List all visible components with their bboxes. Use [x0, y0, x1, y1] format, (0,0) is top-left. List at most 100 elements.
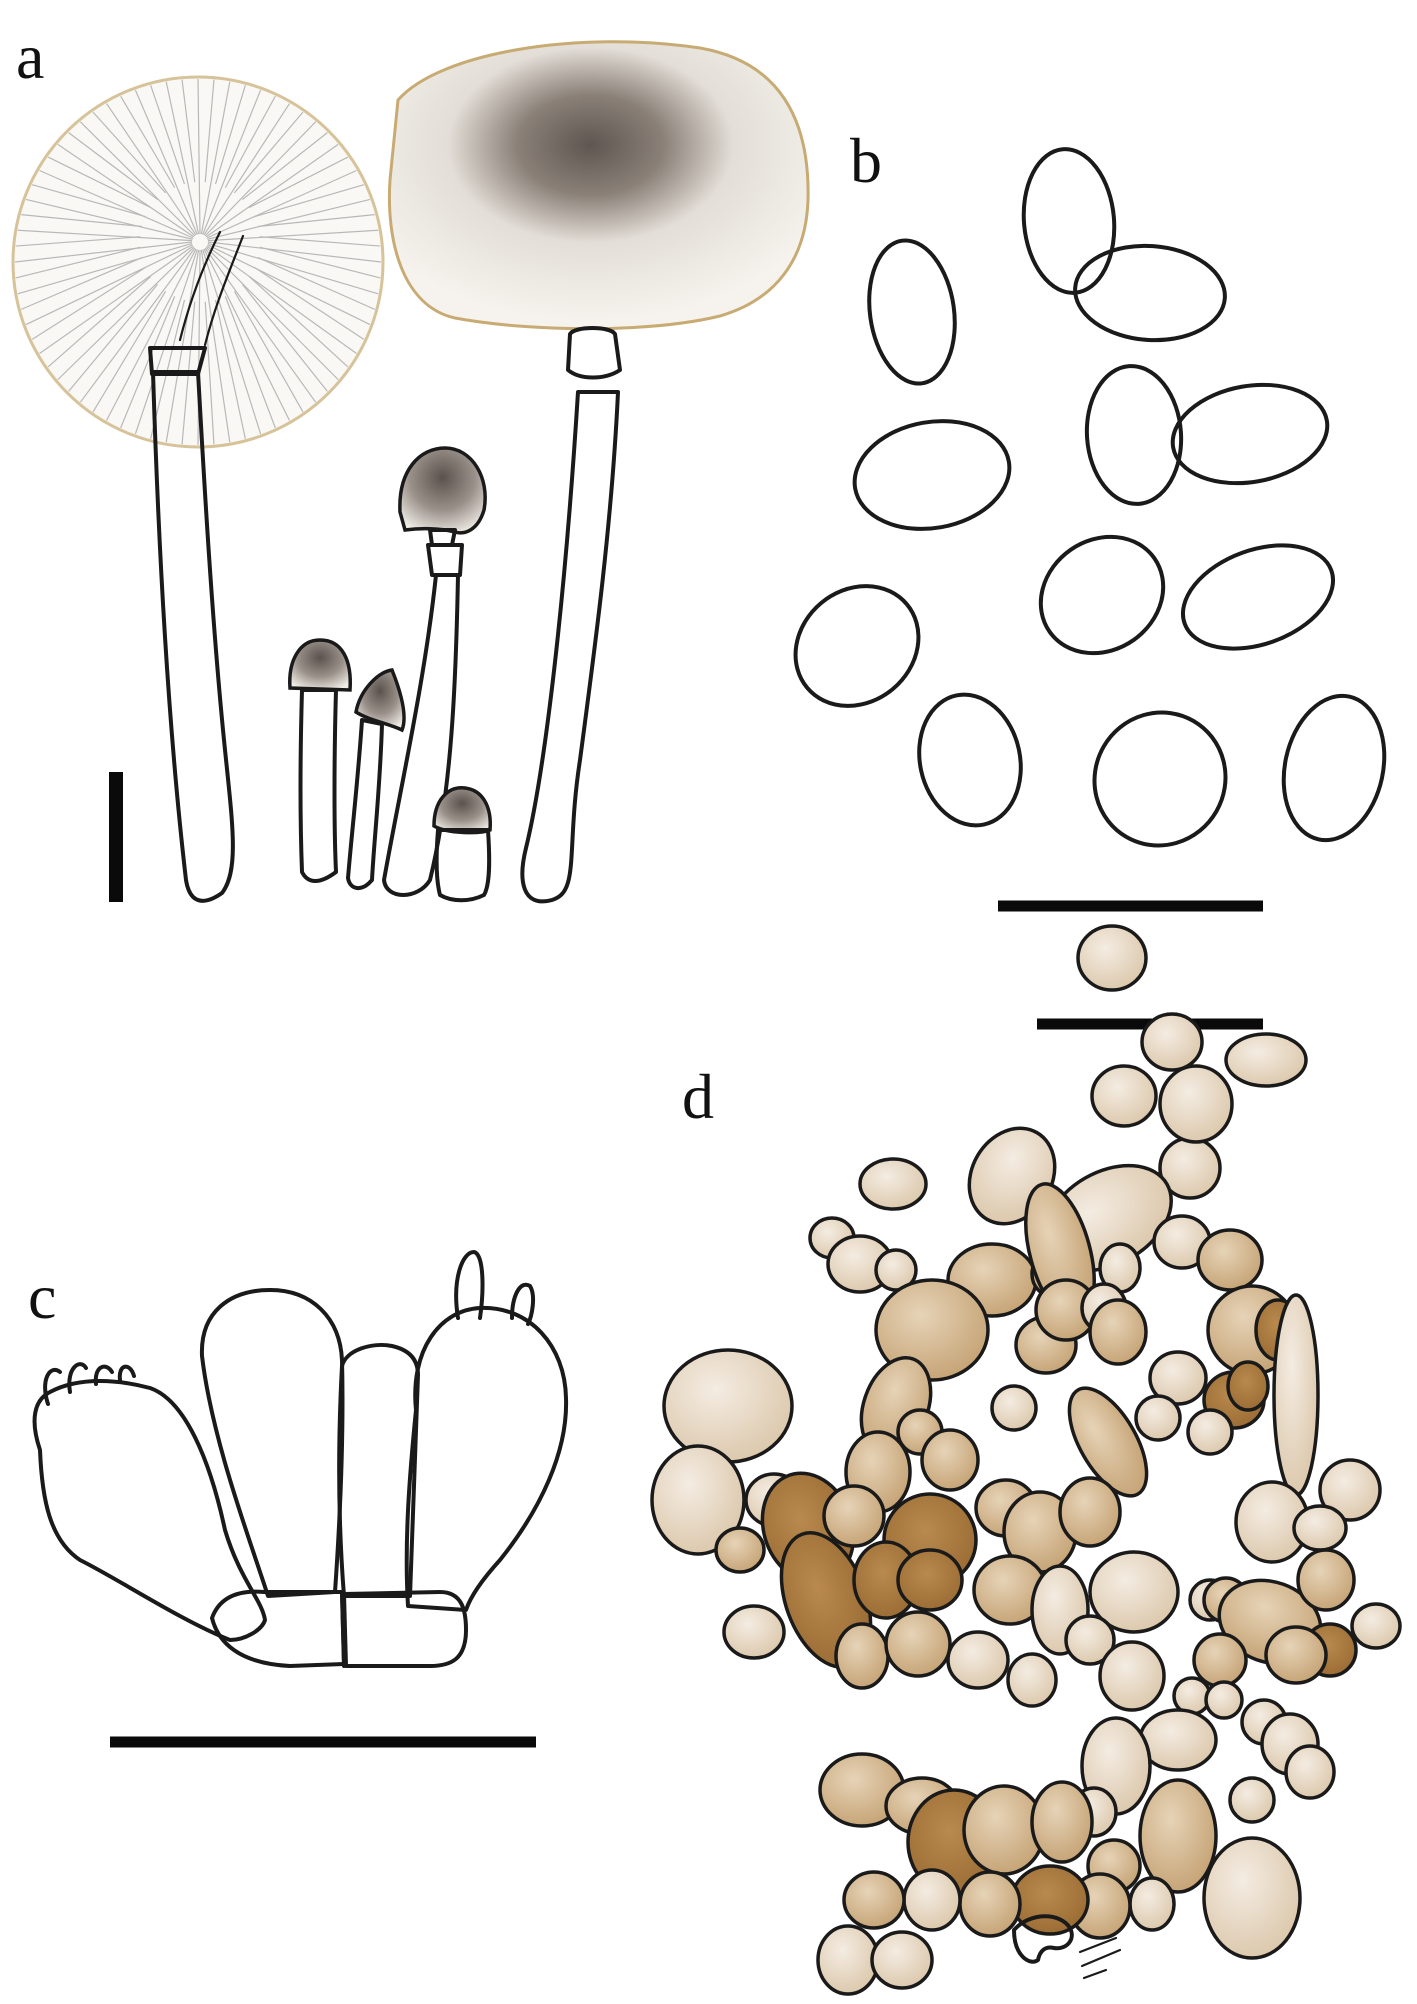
basidioma-pileus-top — [387, 40, 810, 904]
pileipellis-cell — [1064, 1614, 1116, 1666]
pileipellis-cell — [1272, 1293, 1320, 1497]
pileipellis-cell — [874, 1278, 990, 1382]
pileipellis-cell — [1192, 1632, 1248, 1688]
panel-label-a: a — [16, 21, 44, 92]
pileipellis-cell — [1224, 1032, 1308, 1088]
pileipellis-cell — [1296, 1548, 1356, 1612]
gill-line — [207, 241, 382, 263]
gill-line — [241, 284, 328, 392]
pileipellis-cell — [1067, 1386, 1149, 1498]
pileipellis-cell — [650, 1444, 746, 1556]
pileipellis-cell — [662, 1348, 794, 1464]
gill-line — [181, 79, 196, 183]
gill-line — [14, 241, 193, 263]
gill-line — [31, 266, 146, 340]
gill-line — [20, 256, 143, 310]
gill-line — [257, 256, 376, 310]
panel-label-c: c — [28, 1261, 56, 1332]
gill-line — [202, 249, 262, 435]
pileipellis-cell — [1292, 1504, 1348, 1552]
gill-line — [105, 248, 197, 421]
pileipellis-cell — [958, 1870, 1022, 1938]
gill-line — [248, 275, 349, 368]
pileipellis-cell — [1350, 1602, 1402, 1650]
pileipellis-cell — [1098, 1640, 1166, 1712]
gill-line — [134, 249, 198, 435]
gill-line — [39, 245, 194, 354]
gill-line — [25, 244, 193, 326]
basidiospore — [1021, 147, 1117, 295]
pileipellis-cell — [1202, 1836, 1302, 1960]
pileipellis-cell — [1264, 1625, 1328, 1685]
pileipellis-cell — [1128, 1876, 1176, 1932]
gill-line — [15, 236, 141, 247]
pileipellis-cell — [1134, 1394, 1182, 1442]
pileipellis-cell — [834, 1622, 890, 1690]
gill-line — [79, 247, 196, 403]
gill-line — [254, 266, 365, 340]
pileipellis-cell — [920, 1428, 980, 1492]
panel-label-d: d — [682, 1061, 714, 1132]
gill-line — [68, 132, 158, 201]
pileipellis-cell — [1076, 924, 1148, 992]
gill-line — [47, 156, 152, 209]
gill-line — [68, 284, 159, 392]
basidiospore — [1281, 693, 1387, 843]
panel-c-basidia — [32, 1250, 569, 1748]
pileipellis-cell — [946, 1630, 1010, 1690]
gill-line — [39, 169, 194, 239]
pileipellis-cell — [714, 1526, 766, 1574]
pileipellis-cell — [842, 1870, 906, 1930]
gill-line — [207, 198, 371, 240]
pileipellis-cell — [1088, 1550, 1180, 1634]
pileipellis-cell — [1090, 1064, 1158, 1128]
gill-line — [200, 249, 231, 443]
gill-line — [203, 103, 291, 236]
gill-line — [120, 95, 176, 188]
gill-line — [106, 103, 197, 236]
basidiospore — [1180, 543, 1336, 651]
basidiospore — [852, 419, 1012, 531]
gill-line — [204, 121, 317, 237]
gill-line — [92, 111, 167, 194]
pileipellis-cell — [884, 1610, 952, 1678]
gill-line — [21, 214, 143, 228]
gill-line — [79, 121, 196, 237]
gill-line — [224, 95, 276, 188]
pileipellis-cell — [1030, 1780, 1094, 1864]
basidiospore — [1170, 382, 1330, 486]
gill-line — [206, 169, 357, 239]
pileipellis-cell — [1318, 1458, 1382, 1522]
gill-line — [57, 246, 195, 381]
basidiospore — [793, 584, 921, 708]
gill-line — [204, 301, 215, 445]
pileipellis-cell — [858, 1157, 928, 1211]
gill-line — [205, 143, 339, 238]
gill-line — [214, 85, 246, 185]
basidiospore — [1038, 534, 1166, 656]
gill-line — [242, 132, 328, 201]
gill-line — [200, 81, 231, 235]
gill-line — [224, 296, 276, 429]
pileipellis-cell — [1196, 1228, 1264, 1292]
basidiospore — [1073, 243, 1227, 343]
panel-a-basidiomata — [11, 40, 810, 904]
pileipellis-cell — [1228, 1776, 1276, 1824]
pileipellis-cell — [822, 1484, 886, 1548]
gill-line — [134, 89, 198, 235]
gill-line — [233, 290, 304, 413]
gill-line — [202, 89, 262, 235]
pileipellis-cell — [1158, 1064, 1234, 1144]
pileipellis-cell — [990, 1384, 1038, 1432]
pileipellis-cell — [1140, 1012, 1204, 1072]
panel-b-basidiospores — [793, 147, 1387, 912]
pileipellis-cell — [1284, 1744, 1336, 1800]
pileipellis-cell — [1204, 1680, 1244, 1720]
gill-line — [233, 111, 304, 194]
gill-line — [31, 184, 146, 218]
pileipellis-cell — [1148, 1350, 1208, 1406]
young-basidiomata — [288, 446, 492, 903]
gill-line — [15, 246, 141, 279]
pileipellis-cell — [1226, 1360, 1270, 1412]
